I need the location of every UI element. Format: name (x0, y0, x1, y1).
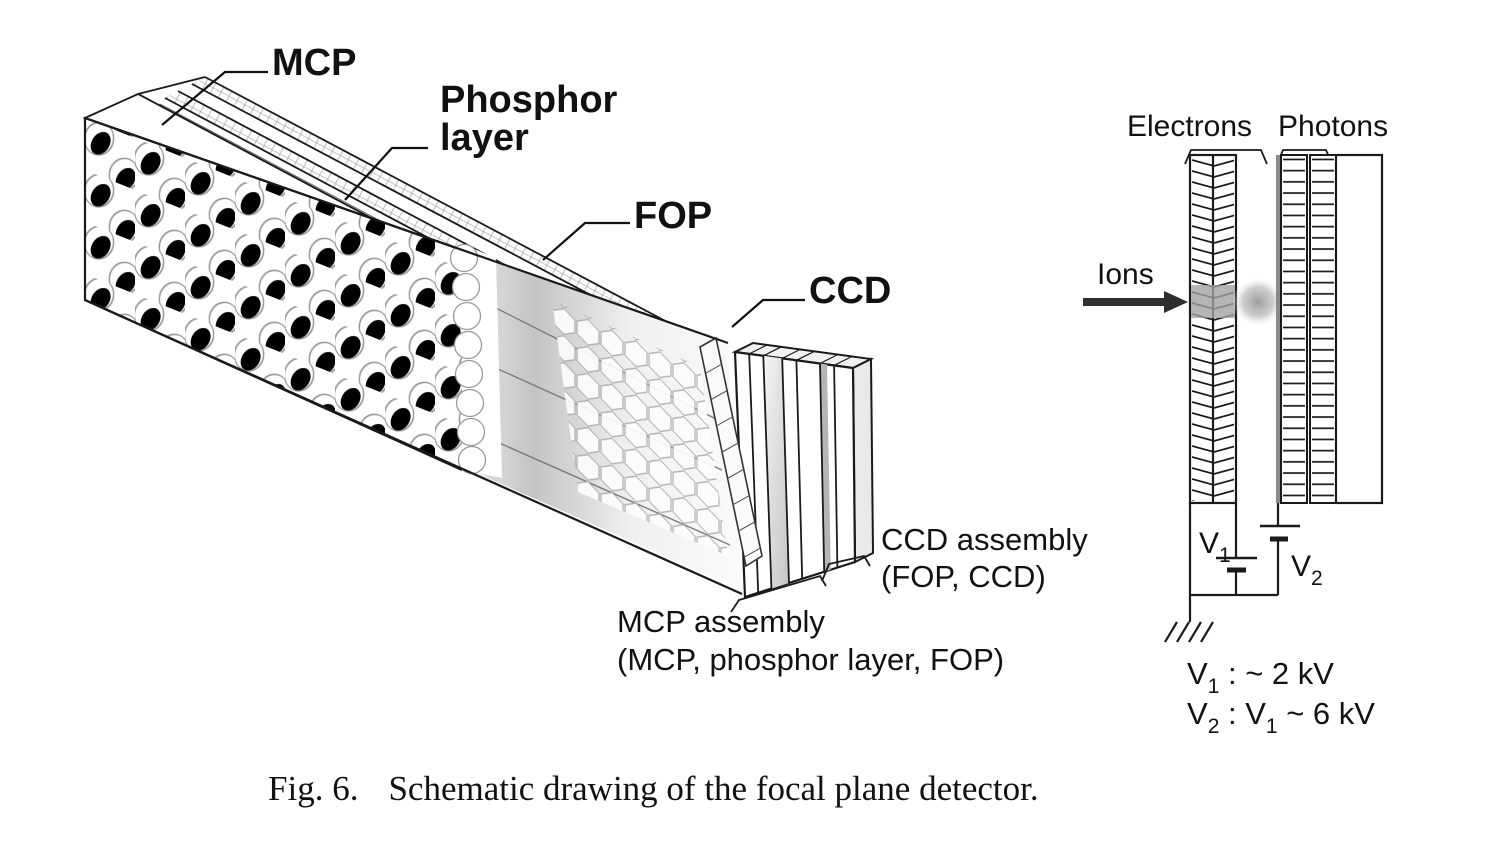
battery-v2-symbol (1260, 524, 1300, 542)
ccd-leader-line (731, 298, 805, 328)
photons-label: Photons (1278, 110, 1388, 143)
mcp-leader-line (161, 70, 268, 126)
v2-label: V2 (1291, 550, 1323, 590)
phosphor-label-line1: Phosphor (440, 79, 618, 121)
mcp-assembly-label-line1: MCP assembly (617, 604, 825, 639)
bias-circuit (1164, 503, 1300, 643)
battery-v1-symbol (1216, 556, 1257, 573)
phosphor-label-line2: layer (440, 117, 529, 159)
cross-section-diagram: Electrons Photons Ions (1083, 110, 1388, 738)
mcp-assembly-bracket (730, 574, 827, 613)
ccd-assembly-bracket (821, 554, 871, 582)
fop-column-1 (1280, 154, 1308, 504)
v1-label: V1 (1199, 527, 1231, 567)
figure-number: Fig. 6. (268, 769, 358, 808)
phosphor-strip-cs (1276, 155, 1281, 503)
ground-symbol (1164, 621, 1214, 643)
fop-label: FOP (634, 195, 712, 237)
ccd-assembly-label-line2: (FOP, CCD) (881, 559, 1046, 594)
fiber-honeycomb (552, 300, 728, 556)
mcp-label: MCP (272, 42, 356, 84)
cutaway-interior (465, 255, 742, 590)
cutaway-scallop-edge (449, 243, 502, 478)
mcp-column (1188, 153, 1238, 505)
mcp-assembly-label-line2: (MCP, phosphor layer, FOP) (617, 642, 1004, 677)
exploded-view: MCP Phosphor layer FOP CCD CCD assembly … (82, 42, 1088, 677)
ccd-label: CCD (809, 270, 891, 312)
electron-cloud (1232, 277, 1284, 327)
figure-caption: Fig. 6. Schematic drawing of the focal pl… (268, 769, 1039, 808)
mcp-front-face (83, 116, 463, 472)
ions-arrow-icon (1083, 291, 1188, 313)
fop-column-2 (1309, 154, 1337, 504)
phosphor-leader-line (344, 146, 428, 201)
voltage-note-2: V2 : V1 ~ 6 kV (1187, 696, 1375, 738)
figure-caption-text: Schematic drawing of the focal plane det… (388, 769, 1038, 808)
ccd-assembly-3d (731, 341, 875, 599)
ccd-column (1334, 153, 1384, 505)
front-bottom-edge (84, 298, 743, 596)
ions-label: Ions (1097, 258, 1154, 291)
voltage-note-1: V1 : ~ 2 kV (1187, 656, 1334, 698)
electrons-brace (1184, 149, 1268, 165)
ccd-assembly-label-line1: CCD assembly (881, 522, 1088, 557)
front-top-edge (84, 116, 729, 345)
fop-bevel-rim (699, 336, 763, 568)
fop-leader-line (542, 221, 630, 261)
electrons-label: Electrons (1127, 110, 1252, 143)
ion-impact-band (1191, 285, 1235, 318)
